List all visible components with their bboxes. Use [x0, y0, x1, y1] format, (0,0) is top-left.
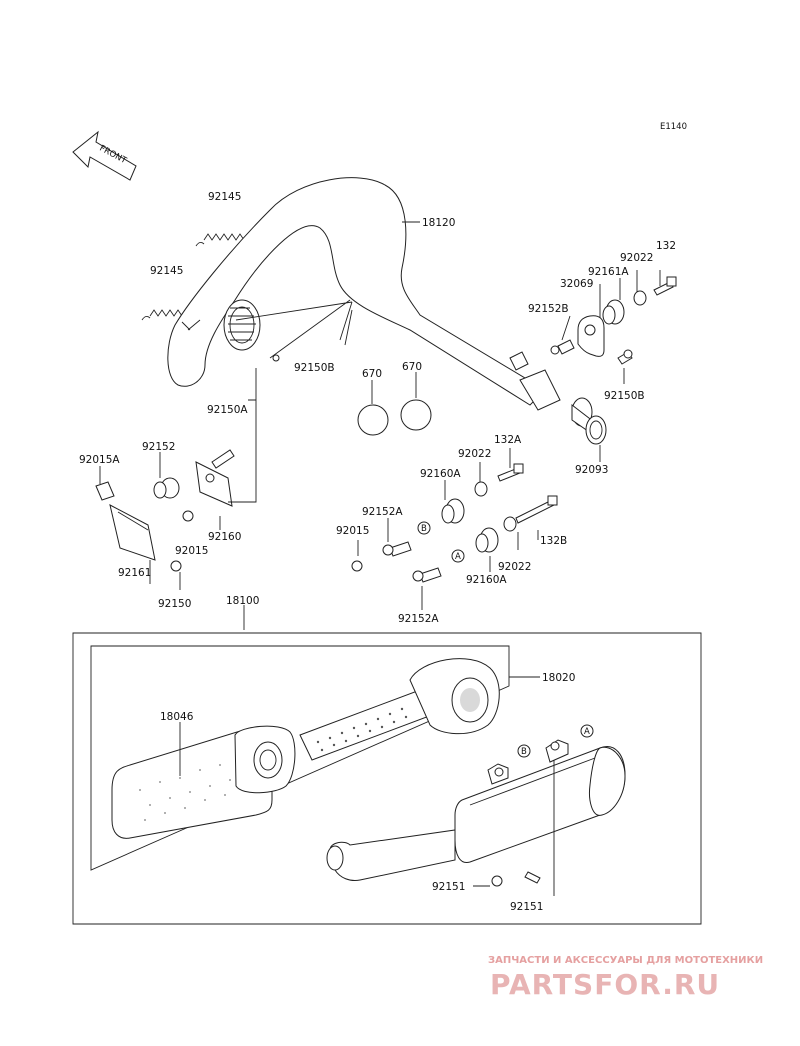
label-132A: 132A — [494, 434, 522, 446]
label-92151-a: 92151 — [432, 881, 465, 893]
label-92152A-top: 92152A — [362, 506, 403, 518]
label-92152B: 92152B — [528, 303, 569, 315]
joint-sleeve-92093 — [571, 397, 607, 445]
label-92015-mid: 92015 — [336, 525, 369, 537]
collar-92152A-bottom — [412, 567, 442, 583]
washer-92022-top — [474, 481, 488, 497]
label-92015A: 92015A — [79, 454, 120, 466]
inner-parts-frame — [90, 645, 510, 871]
label-92161A: 92161A — [588, 266, 629, 278]
bolt-132B — [515, 495, 558, 524]
diagram-code: E1140 — [660, 122, 687, 132]
nut-92015-mid — [351, 560, 363, 572]
label-92145-upper: 92145 — [208, 191, 241, 203]
washer-92022-right — [633, 290, 647, 306]
muffler-assembly-frame — [72, 632, 702, 925]
exhaust-pipe-18120 — [167, 177, 561, 411]
o-ring-670-b — [400, 399, 432, 431]
callout-a-text: A — [455, 552, 461, 562]
label-92022-top: 92022 — [458, 448, 491, 460]
callout-a-marker-body — [580, 724, 594, 738]
o-ring-670-a — [357, 404, 389, 436]
label-132: 132 — [656, 240, 676, 252]
damper-92161A — [602, 299, 625, 325]
silencer-packing-18046 — [111, 722, 296, 839]
collar-92152A-top — [382, 541, 412, 557]
washer-92022-bottom — [503, 516, 517, 532]
bolt-92151-a — [491, 875, 503, 887]
damper-92160A-bottom — [475, 527, 499, 553]
label-92150B-right: 92150B — [604, 390, 645, 402]
label-92160A-top: 92160A — [420, 468, 461, 480]
label-92152: 92152 — [142, 441, 175, 453]
label-92151-b: 92151 — [510, 901, 543, 913]
silencer-body — [326, 739, 626, 881]
label-670-a: 670 — [362, 368, 382, 380]
bolt-92150B-right — [617, 349, 633, 365]
bolt-132 — [653, 276, 677, 296]
bracket-92160 — [195, 461, 233, 507]
label-18046: 18046 — [160, 711, 194, 723]
label-92150A: 92150A — [207, 404, 248, 416]
callout-b-marker-body — [517, 744, 531, 758]
label-92150B-left: 92150B — [294, 362, 335, 374]
collar-92152B — [550, 339, 575, 355]
label-92160: 92160 — [208, 531, 241, 543]
label-92152A-bottom: 92152A — [398, 613, 439, 625]
callout-b-text-body: B — [521, 747, 527, 757]
bolt-92151-b — [524, 871, 541, 884]
callout-a-marker — [451, 549, 465, 563]
callout-b-marker — [417, 521, 431, 535]
bolt-92150 — [170, 560, 182, 572]
holder-92161 — [109, 504, 156, 561]
spring-hook-92015A — [95, 481, 115, 501]
inner-pipe-18020 — [299, 658, 500, 761]
bracket-32069 — [577, 315, 605, 357]
label-92161: 92161 — [118, 567, 151, 579]
label-92150: 92150 — [158, 598, 191, 610]
label-92022-bottom: 92022 — [498, 561, 531, 573]
watermark-tagline: ЗАПЧАСТИ И АКСЕССУАРЫ ДЛЯ МОТОТЕХНИКИ — [488, 955, 763, 966]
label-32069: 32069 — [560, 278, 593, 290]
damper-92160A-top — [441, 498, 465, 524]
label-92145-lower: 92145 — [150, 265, 183, 277]
label-132B: 132B — [540, 535, 567, 547]
label-18020: 18020 — [542, 672, 575, 684]
label-18100: 18100 — [226, 595, 259, 607]
callout-b-text: B — [421, 524, 427, 534]
watermark-site: PARTSFOR.RU — [490, 968, 720, 1001]
collar-92152 — [153, 477, 180, 499]
label-18120: 18120 — [422, 217, 455, 229]
front-direction-arrow: FRONT — [72, 130, 137, 181]
label-92022-right: 92022 — [620, 252, 653, 264]
label-92093: 92093 — [575, 464, 608, 476]
label-92160A-bottom: 92160A — [466, 574, 507, 586]
label-670-b: 670 — [402, 361, 422, 373]
label-92015-left: 92015 — [175, 545, 208, 557]
nut-92015-left — [182, 510, 194, 522]
callout-a-text-body: A — [584, 727, 590, 737]
bolt-92150A — [211, 449, 235, 469]
bolt-132A — [497, 463, 524, 482]
